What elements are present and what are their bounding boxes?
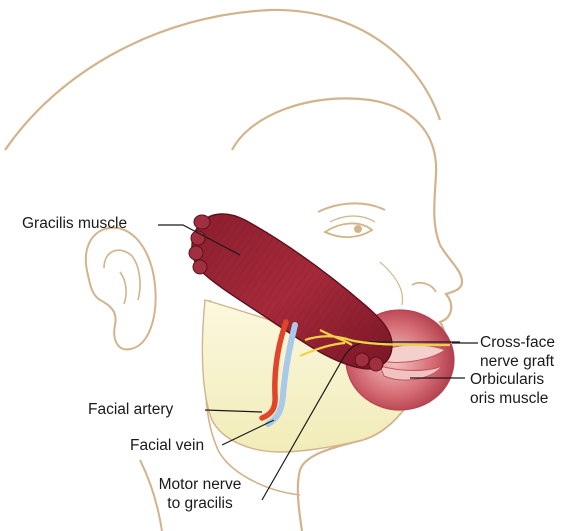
label-cross-face-nerve-graft: Cross-face nerve graft (480, 333, 555, 371)
ear (86, 228, 156, 350)
label-facial-artery: Facial artery (88, 400, 173, 419)
label-motor-nerve-line1: Motor nerve (140, 475, 260, 494)
label-cross-face-line1: Cross-face (480, 333, 555, 352)
label-cross-face-line2: nerve graft (480, 352, 555, 371)
label-orbicularis-oris: Orbicularis oris muscle (470, 370, 548, 408)
iris (354, 225, 362, 233)
label-motor-nerve: Motor nerve to gracilis (140, 475, 260, 513)
label-facial-vein: Facial vein (130, 436, 204, 455)
label-orbicularis-line2: oris muscle (470, 389, 548, 408)
label-motor-nerve-line2: to gracilis (140, 494, 260, 513)
label-gracilis-muscle: Gracilis muscle (22, 214, 127, 233)
label-orbicularis-line1: Orbicularis (470, 370, 548, 389)
